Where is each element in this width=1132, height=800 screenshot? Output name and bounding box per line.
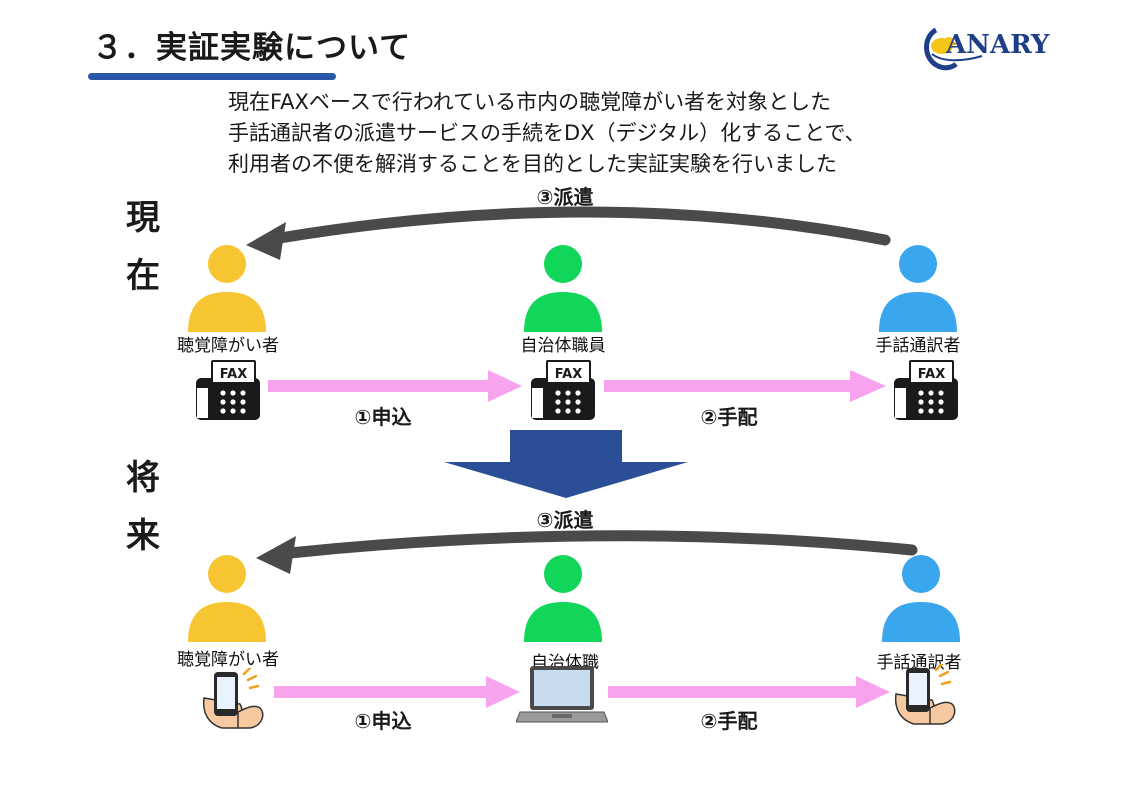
future-arrange-arrow [608, 686, 858, 698]
current-arrange-arrow [604, 380, 852, 392]
smartphone-hand-icon [894, 664, 956, 725]
intro-line-1: 現在FAXベースで行われている市内の聴覚障がい者を対象とした [228, 90, 832, 114]
transition-down-arrow [444, 430, 688, 498]
future-arrange-label: ②手配 [700, 709, 758, 733]
person-yellow-icon [188, 555, 266, 642]
future-apply-label: ①申込 [354, 709, 412, 733]
future-dispatch-label: ③派遣 [536, 508, 594, 532]
future-section-label: 将 来 [126, 458, 160, 556]
current-role-municipal-staff: 自治体職員 [520, 336, 606, 356]
fax-text: FAX [555, 367, 582, 382]
future-role-interpreter: 手話通訳者 [876, 653, 962, 673]
slide-title: ３．実証実験について [92, 30, 412, 66]
fax-machine-icon: FAX [894, 360, 958, 420]
current-section-label: 現 在 [126, 198, 160, 296]
logo-text: ANARY [946, 30, 1050, 60]
person-blue-icon [882, 555, 960, 642]
canary-logo: ANARY [922, 22, 1072, 72]
future-dispatch-arrowhead [256, 536, 296, 574]
smartphone-hand-icon [202, 668, 264, 729]
intro-line-3: 利用者の不便を解消することを目的とした実証実験を行いました [228, 152, 837, 176]
intro-line-2: 手話通訳者の派遣サービスの手続をDX（デジタル）化することで、 [228, 121, 866, 145]
fax-machine-icon: FAX [531, 360, 595, 420]
current-apply-label: ①申込 [354, 405, 412, 429]
current-arrange-label: ②手配 [700, 405, 758, 429]
title-underline [88, 73, 336, 80]
current-dispatch-arrowhead [246, 222, 286, 260]
future-role-hearing-impaired: 聴覚障がい者 [177, 650, 279, 670]
person-yellow-icon [188, 245, 266, 332]
future-dispatch-arrow [284, 530, 918, 559]
fax-machine-icon: FAX [196, 360, 260, 420]
current-dispatch-label: ③派遣 [536, 185, 594, 209]
current-role-hearing-impaired: 聴覚障がい者 [177, 336, 279, 356]
current-role-interpreter: 手話通訳者 [875, 336, 961, 356]
person-blue-icon [879, 245, 957, 332]
canary-bird-icon [924, 27, 983, 71]
fax-text: FAX [918, 367, 945, 382]
person-green-icon [524, 555, 602, 642]
person-green-icon [524, 245, 602, 332]
fax-text: FAX [220, 367, 247, 382]
current-apply-arrow [268, 380, 490, 392]
laptop-icon [516, 666, 608, 723]
future-apply-arrow [274, 686, 488, 698]
current-dispatch-arrow [274, 206, 891, 246]
